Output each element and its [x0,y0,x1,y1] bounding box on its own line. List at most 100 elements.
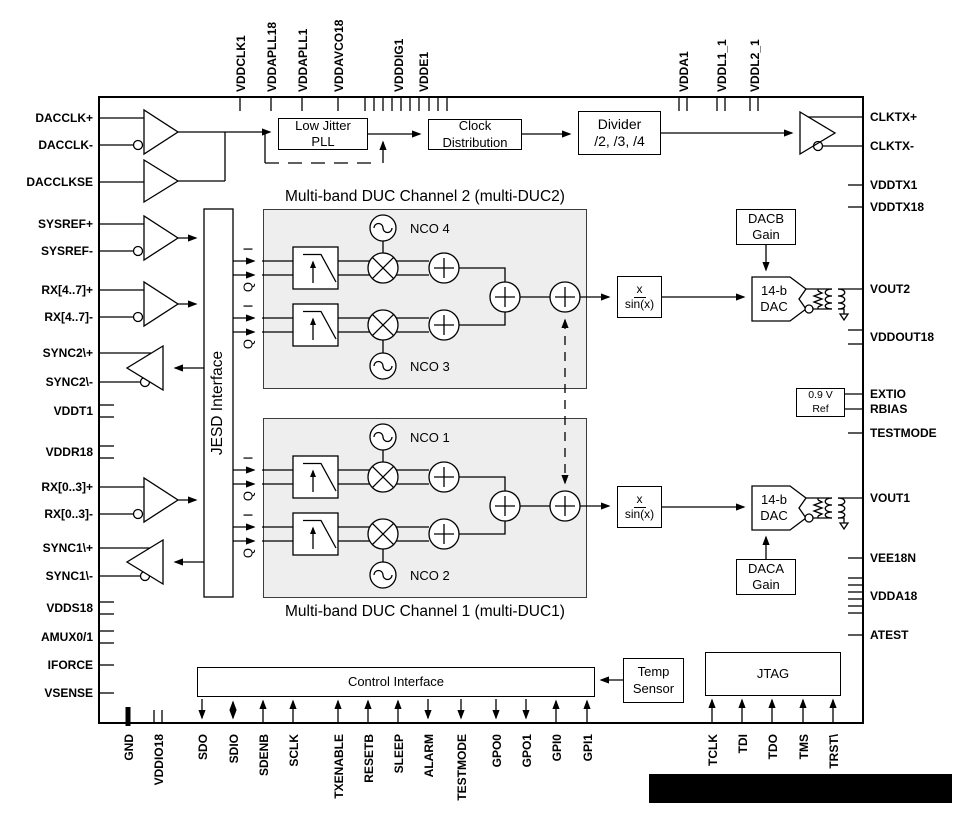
clock-distribution-box: Clock Distribution [428,118,522,150]
pin-label-sync2-: SYNC2\+ [42,346,93,360]
pin-label-dacclk-: DACCLK- [38,138,93,152]
pin-label-clktx-: CLKTX- [870,139,914,153]
pin-label-testmode: TESTMODE [870,426,937,440]
duc2-panel [263,209,587,389]
jesd-label: JESD Interface [209,350,226,456]
pin-label-clktx-: CLKTX+ [870,110,918,124]
pin-label-vddr18: VDDR18 [45,445,93,459]
i-path-label: I [240,456,256,460]
dac-icon [751,276,807,322]
daca-gain-box: DACA Gain [736,559,796,595]
pin-label-vddtx18: VDDTX18 [870,200,925,214]
pin-label-sync1-: SYNC1\- [45,569,93,583]
transformer-coil-icon [824,288,833,310]
ground-icon [838,313,850,322]
pin-label-vddio18: VDDIO18 [152,734,166,786]
redaction-bar [649,774,952,803]
sync1-buffer [99,538,204,586]
dacb-label: 14-b DAC [760,282,788,314]
pin-label-vee18n: VEE18N [870,551,917,565]
divider-box: Divider /2, /3, /4 [578,111,661,155]
pin-label-gnd: GND [122,734,136,761]
pin-label-vout2: VOUT2 [870,282,911,296]
i-path-label: I [240,247,256,251]
pin-label-alarm: ALARM [422,734,436,778]
jtag-box: JTAG [705,652,841,696]
pin-label-tdi: TDI [736,734,750,754]
duc1-title: Multi-band DUC Channel 1 (multi-DUC1) [285,603,565,620]
dac-icon [751,485,807,531]
duc1-panel [263,418,587,598]
pin-label-vdds18: VDDS18 [46,601,93,615]
pin-label-gpi1: GPI1 [581,734,595,762]
pin-label-vddclk1: VDDCLK1 [234,35,248,92]
nco1-label: NCO 1 [410,430,450,445]
pin-label-sleep: SLEEP [392,734,406,774]
q-path-label: Q [240,490,256,502]
pin-label-gpo1: GPO1 [520,734,534,768]
pin-label-rx-4-7-: RX[4..7]- [44,310,93,324]
pin-label-vddout18: VDDOUT18 [870,330,935,344]
chip-outline [98,96,864,724]
dacb-gain-box: DACB Gain [736,209,796,245]
pin-label-gpo0: GPO0 [490,734,504,768]
nco2-label: NCO 2 [410,568,450,583]
q-path-label: Q [240,338,256,350]
duc2-internals [292,214,611,380]
i-path-label: I [240,513,256,517]
q-path-label: Q [240,281,256,293]
transformer-coil-icon [837,497,846,519]
pin-label-vddavco18: VDDAVCO18 [332,19,346,92]
daca-label: 14-b DAC [760,491,788,523]
pin-label-vddapll1: VDDAPLL1 [296,28,310,92]
nco4-label: NCO 4 [410,221,450,236]
clktx-buffer-icon [799,110,837,156]
pin-label-iforce: IFORCE [47,658,93,672]
pin-label-rx-0-3-: RX[0..3]+ [41,480,93,494]
resistor-icon [812,499,824,517]
sysref-buffer [99,214,198,262]
temp-sensor-box: Temp Sensor [623,658,684,703]
pin-ticks-and-arrows [99,97,863,726]
resistor-icon [812,290,824,308]
pin-label-atest: ATEST [870,628,909,642]
interp-filter-icon [292,303,339,347]
daca-output [751,485,863,559]
clock-chain-wires [368,110,863,156]
transformer-coil-icon [837,288,846,310]
jesd-duc-wires [233,257,293,545]
pin-label-sdo: SDO [196,734,210,761]
pin-label-vsense: VSENSE [44,686,93,700]
pin-label-rbias: RBIAS [870,402,908,416]
pin-label-sdenb: SDENB [257,734,271,777]
dacclk-buffer-icon [143,108,180,156]
pin-label-sync2-: SYNC2\- [45,375,93,389]
dacclk-input-wires [99,108,387,204]
nco3-label: NCO 3 [410,359,450,374]
pin-label-vout1: VOUT1 [870,491,911,505]
pin-label-extio: EXTIO [870,387,907,401]
pin-label-amux0-1: AMUX0/1 [40,630,93,644]
pin-label-sysref-: SYSREF- [40,244,93,258]
pin-label-rx-4-7-: RX[4..7]+ [41,283,93,297]
rx47-buffer [99,280,198,328]
duc1-internals [292,423,611,589]
pin-label-vddt1: VDDT1 [53,404,93,418]
pin-label-vddtx1: VDDTX1 [870,178,918,192]
interp-filter-icon [292,512,339,556]
duc2-title: Multi-band DUC Channel 2 (multi-DUC2) [285,188,565,205]
pin-label-vdddig1: VDDDIG1 [392,38,406,92]
pin-label-sync1-: SYNC1\+ [42,541,93,555]
interp-filter-icon [292,246,339,290]
pin-label-vdde1: VDDE1 [417,51,431,92]
pin-label-tdo: TDO [766,734,780,760]
pin-label-sclk: SCLK [287,734,301,767]
pin-label-vddl1-1: VDDL1_1 [715,39,729,92]
pin-label-rx-0-3-: RX[0..3]- [44,507,93,521]
pin-label-sysref-: SYSREF+ [37,217,93,231]
jesd-box [203,208,234,598]
pin-label-tms: TMS [797,734,811,760]
